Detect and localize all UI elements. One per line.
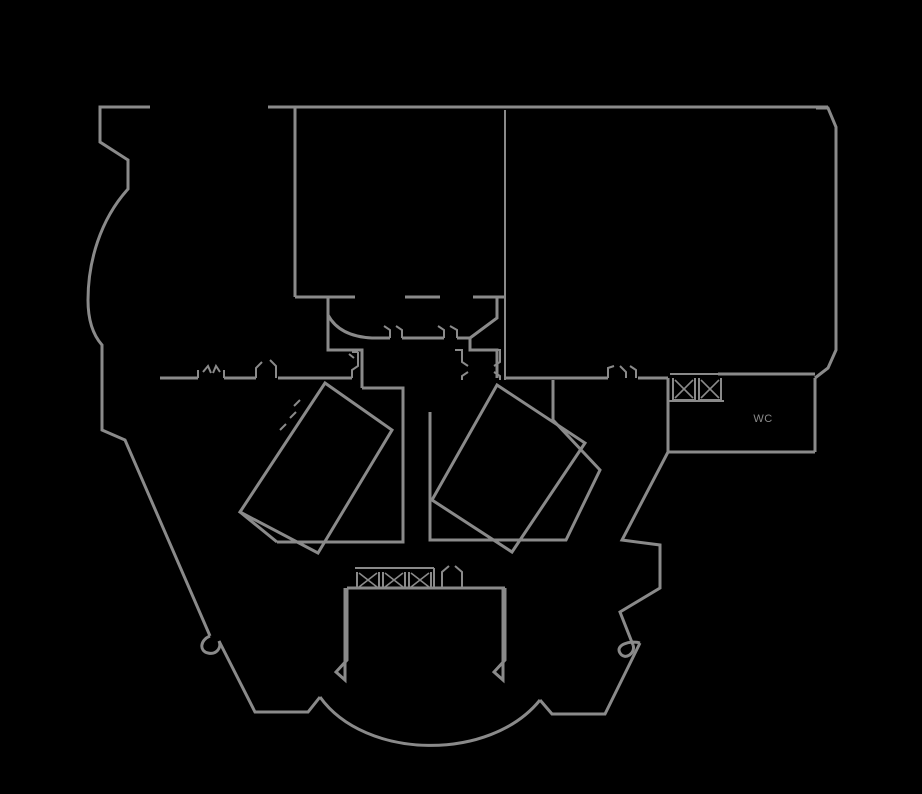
upper-hall-walls: [293, 108, 506, 380]
lower-stall-3: [408, 572, 432, 589]
door-corridor-mid-left: [255, 359, 277, 378]
door-center-right-vertical: [455, 349, 469, 380]
room-labels: WC: [753, 413, 772, 425]
exterior-walls: [86, 105, 838, 747]
door-right-vertical: [492, 349, 501, 380]
left-room-cluster: [237, 380, 405, 555]
lower-stall-3-x: [410, 572, 430, 588]
corridor-walls: [160, 372, 815, 454]
vestibule-west-return: [326, 315, 364, 380]
west-facade-wall: [86, 105, 150, 380]
wc-stall-2-x: [700, 379, 720, 399]
door-lower-center: [441, 565, 463, 588]
door-angled-room: [279, 399, 301, 431]
fixture-group-wc: [668, 373, 724, 402]
lower-stall-2-x: [384, 572, 404, 588]
south-arc-wall: [318, 696, 542, 747]
southeast-stepped-wall: [618, 451, 670, 646]
southwest-column-notch: [200, 634, 222, 655]
right-room-cluster: [428, 380, 602, 555]
door-center-left-vertical: [348, 351, 359, 378]
left-pentagon-room-west-edge: [239, 510, 278, 544]
left-angled-room-outline: [237, 380, 395, 555]
fixture-group-lower-center: [355, 567, 435, 589]
wc-label: WC: [753, 413, 772, 425]
southwest-diagonal-wall: [100, 345, 212, 637]
lower-center-room-east-wall: [491, 588, 507, 684]
door-hall-b: [437, 325, 458, 338]
vestibule-east-wall: [469, 297, 499, 340]
door-hall-a: [383, 325, 403, 338]
lower-stall-2: [382, 572, 406, 589]
wc-stall-1-x: [674, 379, 694, 399]
door-corridor-left: [197, 363, 225, 378]
lower-stall-1-x: [358, 572, 378, 588]
lower-center-room-west-wall: [333, 588, 349, 684]
southeast-leg-wall: [538, 642, 642, 716]
door-wc-entry: [607, 365, 637, 378]
right-angled-room-outline: [430, 382, 588, 555]
lower-stall-1: [356, 572, 380, 589]
right-pentagon-room-outline: [428, 388, 602, 542]
southwest-leg-wall: [217, 640, 322, 714]
door-symbols: [197, 325, 637, 588]
left-pentagon-room-outline: [277, 386, 405, 544]
